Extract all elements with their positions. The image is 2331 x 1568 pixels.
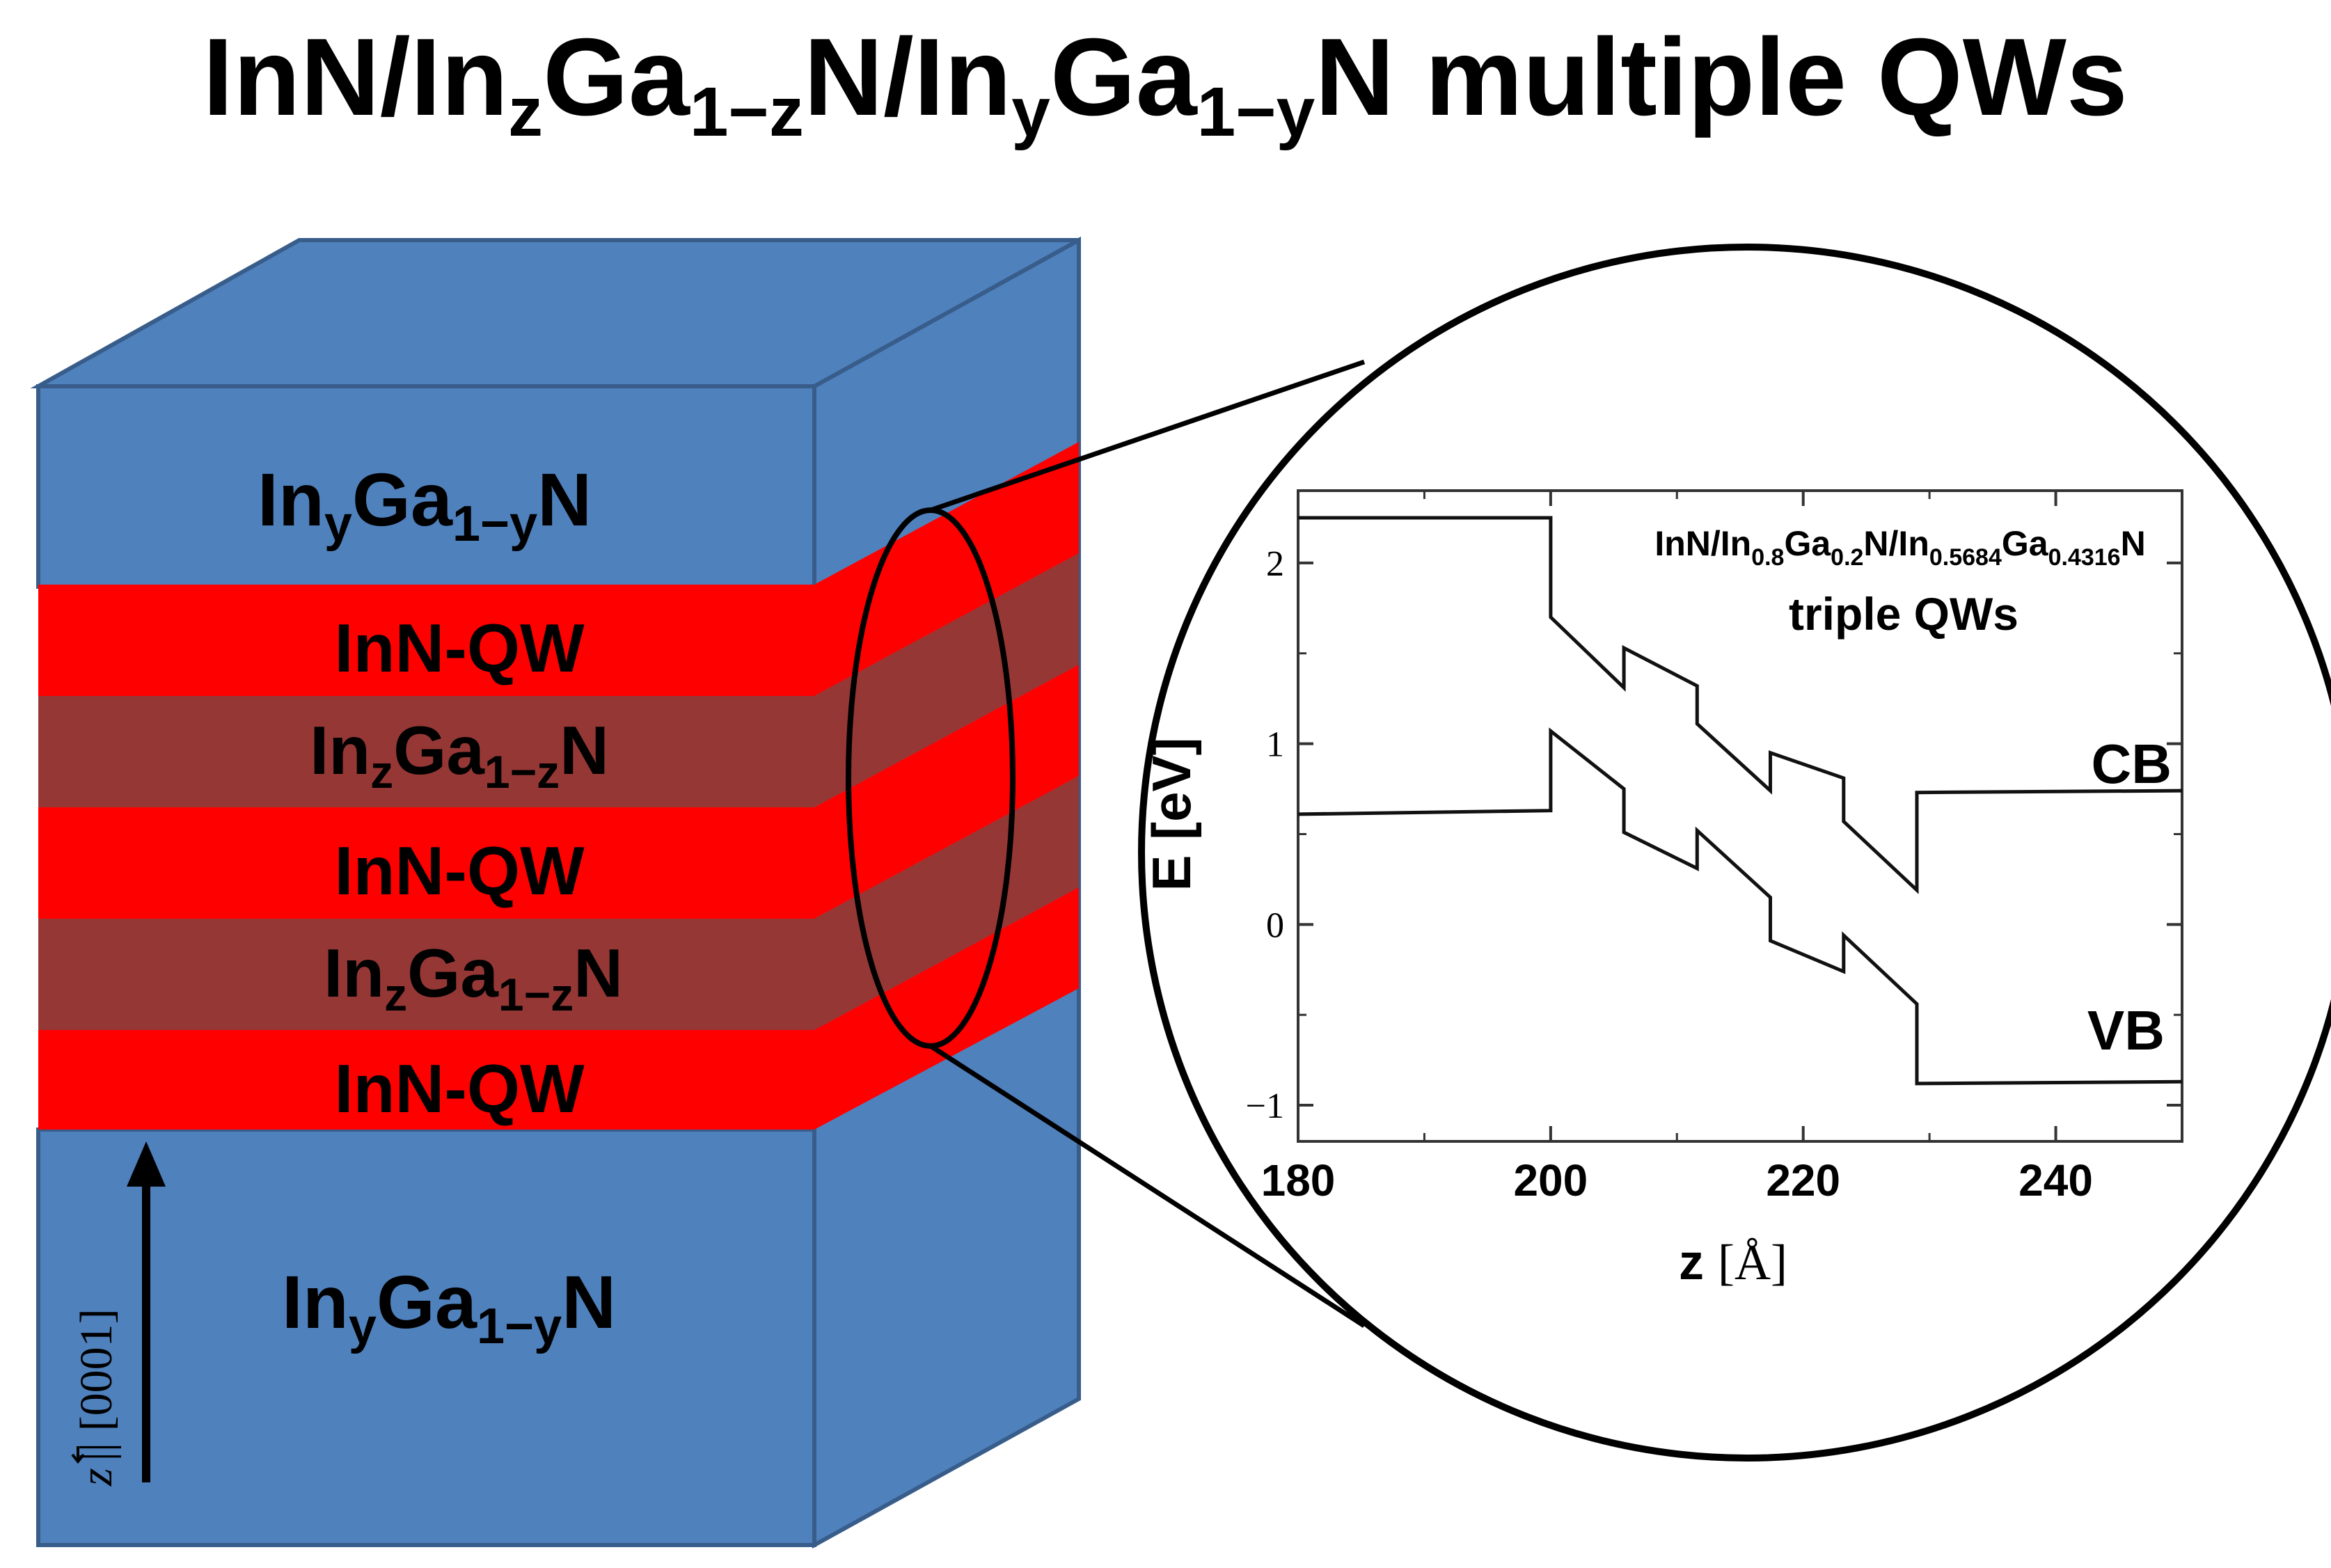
growth-axis-label: z|| [0001]: [71, 1308, 122, 1487]
barrier-label-1: InzGa1−zN: [310, 712, 609, 798]
barrier-band-1-side: [814, 553, 1079, 807]
axis-ticks: [1297, 491, 2182, 1141]
top-layer-label: InyGa1−yN: [258, 457, 592, 552]
x-tick-label-180: 180: [1261, 1155, 1336, 1205]
growth-axis-arrowhead: [127, 1141, 166, 1187]
y-tick-label-0: 2: [1266, 544, 1284, 584]
qw-label-2: InN-QW: [334, 832, 585, 909]
band-diagram-chart: 180 200 220 240 2 1 0 −1 InN/In0.8Ga0.2N/In0.56…: [1141, 489, 2183, 1290]
plot-frame: [1297, 489, 2183, 1143]
axis-tick-labels: 180 200 220 240 2 1 0 −1: [1246, 544, 2093, 1205]
vb-line: [1297, 727, 2183, 1086]
qw-label-3: InN-QW: [334, 1050, 585, 1127]
chart-series: [1297, 516, 2183, 1086]
x-tick-label-240: 240: [2018, 1155, 2093, 1205]
qw-band-3-front: [38, 1030, 814, 1130]
vb-series-label: VB: [2087, 999, 2165, 1061]
barrier-band-1-front: [38, 696, 814, 807]
vector-arrow-icon: [71, 1446, 85, 1464]
x-tick-label-220: 220: [1766, 1155, 1840, 1205]
y-tick-label-2: 0: [1266, 905, 1284, 945]
figure-title: InN/InzGa1−zN/InyGa1−yN multiple QWs: [203, 16, 2128, 151]
block-front-upper: [36, 384, 816, 589]
y-tick-label-1: 1: [1266, 725, 1284, 765]
bottom-layer-label: InyGa1−yN: [282, 1260, 616, 1354]
zoom-connector-top: [929, 359, 1366, 513]
y-tick-label-3: −1: [1246, 1086, 1284, 1126]
qw-band-1-front: [38, 585, 814, 696]
block-front-lower: [36, 1127, 816, 1547]
qw-label-1: InN-QW: [334, 610, 585, 686]
x-tick-label-200: 200: [1513, 1155, 1588, 1205]
chart-title-line1: InN/In0.8Ga0.2N/In0.5684Ga0.4316N: [1654, 524, 2145, 571]
cb-series-label: CB: [2091, 733, 2172, 795]
barrier-label-2: InzGa1−zN: [324, 935, 623, 1020]
qw-band-2-front: [38, 807, 814, 919]
x-axis-label: z [Å]: [1679, 1235, 1787, 1290]
cb-line: [1298, 516, 2183, 894]
chart-title-line2: triple QWs: [1789, 588, 2018, 640]
zoom-connector-bottom: [929, 1044, 1366, 1328]
qw-band-3-side: [814, 887, 1079, 1130]
barrier-band-2-front: [38, 919, 814, 1030]
qw-band-1-side: [814, 442, 1079, 696]
y-axis-label: E [eV]: [1141, 737, 1202, 891]
